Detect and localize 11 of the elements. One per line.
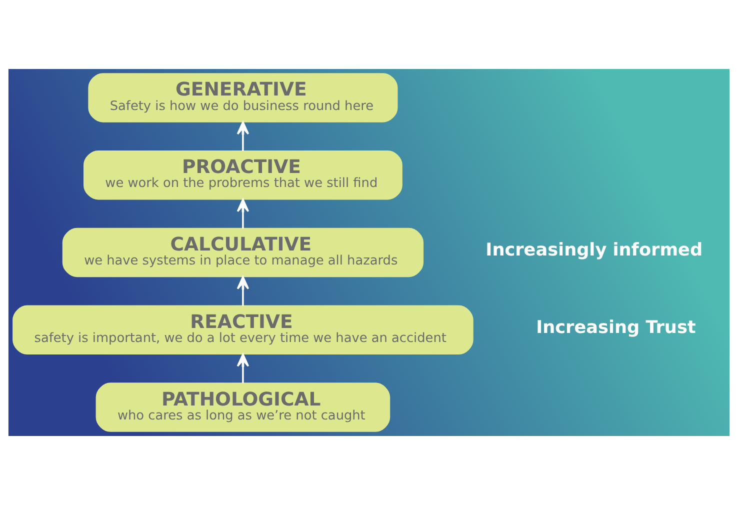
node-box: PATHOLOGICAL who cares as long as we’re not caught (96, 382, 390, 432)
node-box: PROACTIVE we work on the probrems that we still find (83, 150, 402, 200)
arrow (236, 276, 250, 306)
node-box: REACTIVE safety is important, we do a lot every time we have an accident (12, 305, 474, 355)
node-box: CALCULATIVE we have systems in place to manage all hazards (62, 228, 424, 278)
arrow (236, 121, 250, 152)
arrow (236, 353, 250, 384)
arrow (236, 198, 250, 228)
label: Increasingly informed (486, 240, 703, 260)
node-box: GENERATIVE Safety is how we do business round here (88, 73, 398, 122)
label: Increasing Trust (536, 318, 696, 338)
